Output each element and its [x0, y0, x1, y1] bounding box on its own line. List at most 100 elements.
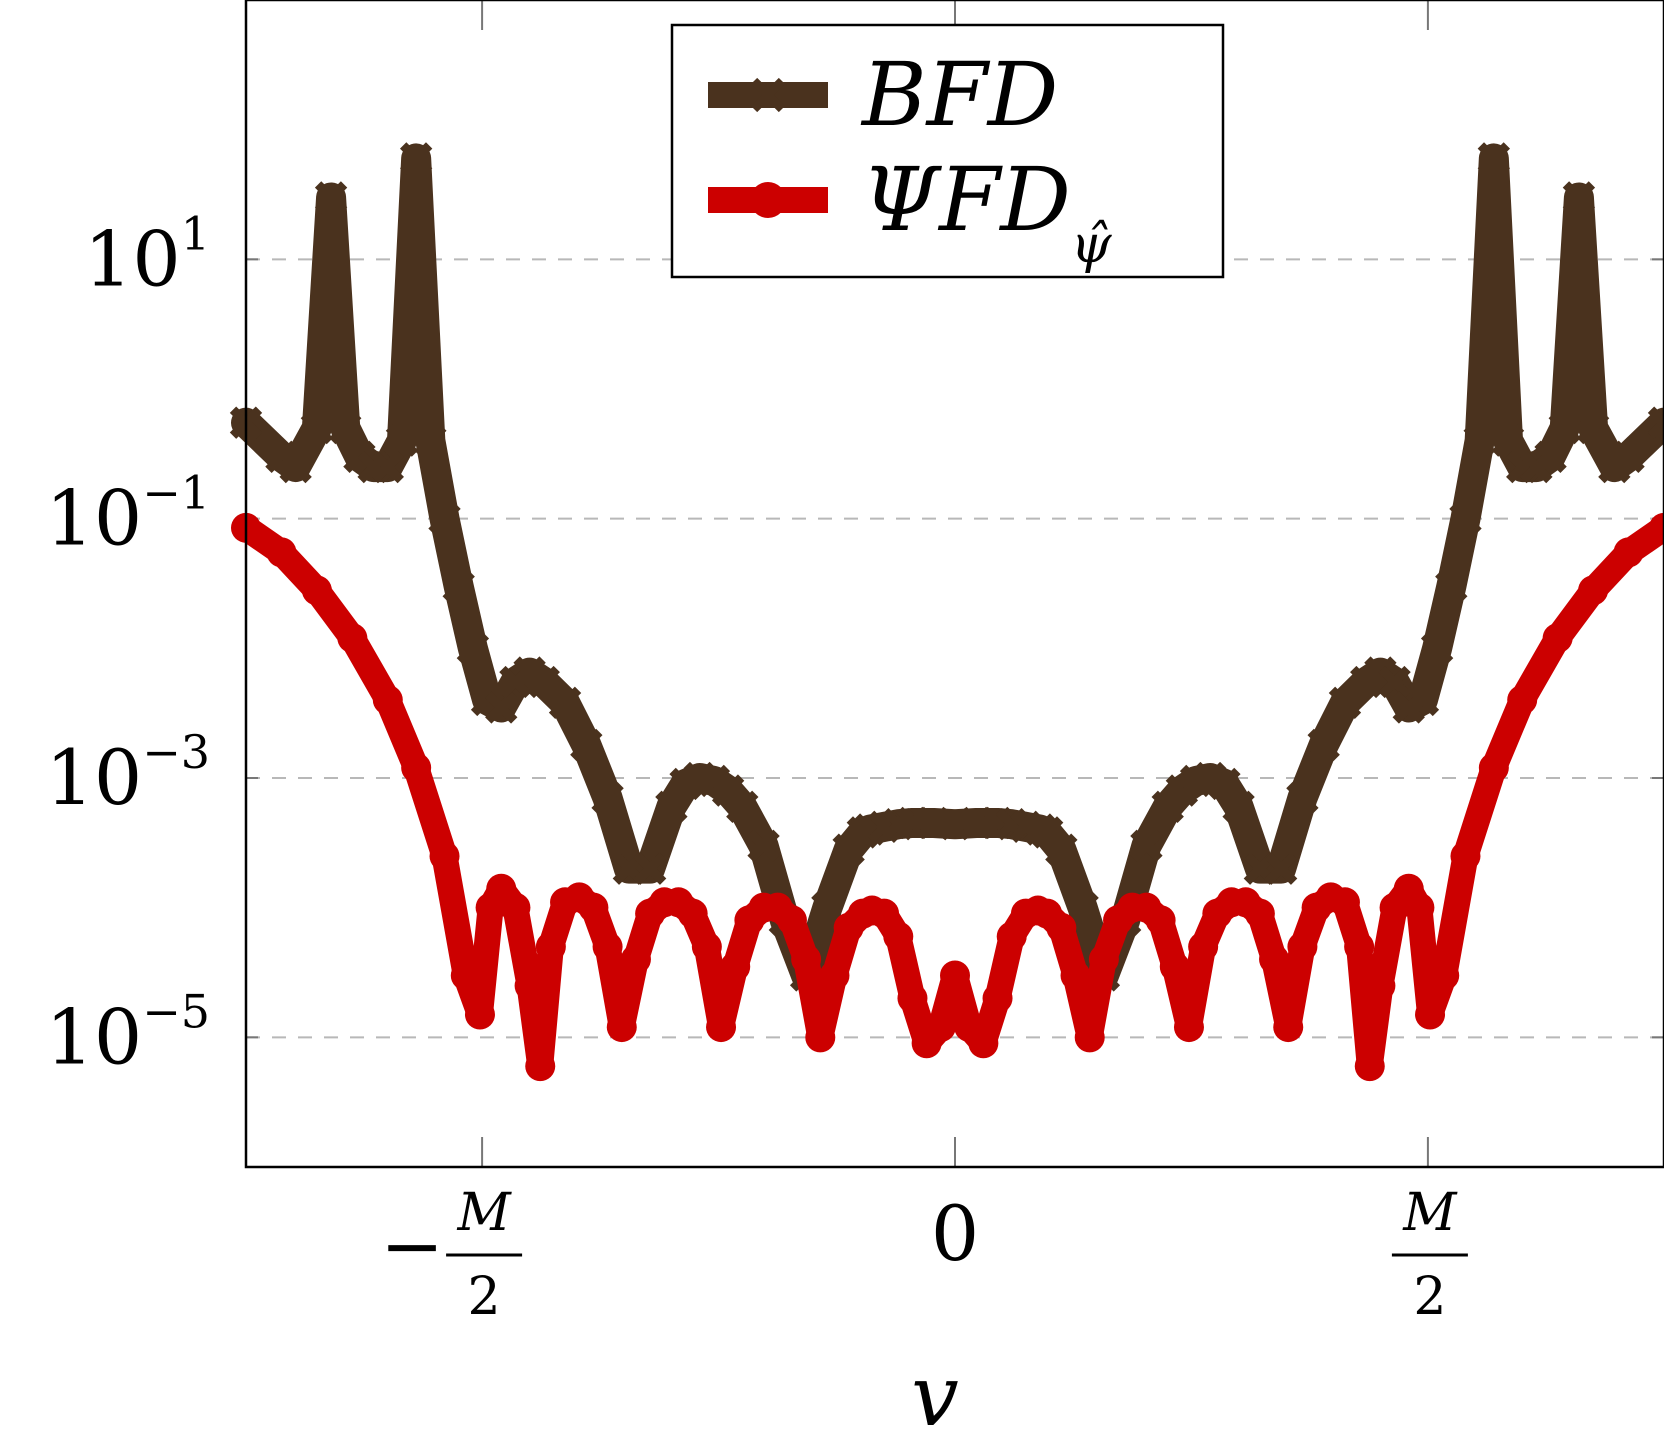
data-point	[1173, 1012, 1204, 1043]
data-point	[1074, 1022, 1105, 1053]
data-point	[464, 999, 495, 1030]
x-tick-numerator: M	[456, 1183, 512, 1243]
data-point	[578, 892, 609, 923]
data-point	[1450, 841, 1481, 872]
data-point	[1066, 891, 1099, 924]
data-point	[706, 1012, 737, 1043]
x-tick-marks	[481, 0, 1429, 1167]
data-point	[633, 852, 667, 885]
data-point	[1449, 502, 1482, 535]
data-point	[720, 951, 751, 982]
data-point	[805, 1022, 836, 1053]
data-point	[300, 411, 334, 445]
data-point	[1222, 790, 1255, 823]
data-point	[525, 1051, 556, 1082]
data-point	[548, 686, 582, 720]
data-point	[747, 829, 780, 862]
legend-swatch-marker	[750, 182, 786, 218]
data-point	[399, 142, 433, 175]
data-point	[591, 781, 624, 815]
data-point	[1046, 912, 1077, 943]
data-point	[1188, 931, 1219, 962]
data-point	[372, 684, 403, 715]
data-point	[1259, 944, 1290, 975]
data-point	[1354, 1051, 1385, 1082]
data-point	[1286, 781, 1319, 815]
data-point	[1562, 181, 1596, 214]
y-tick-label: 101	[84, 206, 210, 303]
data-point	[1477, 142, 1511, 175]
data-point	[450, 960, 481, 991]
data-point	[314, 181, 348, 214]
plot-frame	[244, 0, 1664, 1169]
legend-item-bfd: BFD	[708, 43, 1058, 146]
legend-label: ΨFDψ̂	[862, 148, 1113, 275]
x-tick-label: 0	[931, 1189, 979, 1278]
data-point	[535, 931, 566, 962]
data-point	[371, 450, 404, 484]
data-point	[1415, 999, 1446, 1030]
y-tick-label: 10−5	[45, 984, 210, 1081]
x-tick-sign: −	[380, 1201, 444, 1290]
data-point	[883, 921, 914, 952]
data-point	[1060, 960, 1091, 991]
data-point	[301, 575, 332, 606]
x-tick-label: M2	[1391, 1183, 1468, 1327]
data-point	[1307, 728, 1340, 762]
data-point	[811, 891, 844, 924]
data-point	[1576, 411, 1610, 445]
data-point	[776, 905, 807, 936]
data-point	[1478, 752, 1509, 783]
data-point	[1208, 767, 1241, 801]
data-point	[1244, 898, 1275, 929]
data-point	[940, 960, 970, 991]
data-point	[968, 1028, 999, 1059]
data-point	[726, 790, 759, 823]
data-point	[996, 921, 1027, 952]
data-point	[925, 1012, 956, 1043]
data-point	[500, 892, 531, 923]
data-point	[1273, 1012, 1304, 1043]
data-point	[1145, 905, 1176, 936]
data-point	[1404, 892, 1435, 923]
data-point	[1365, 970, 1396, 1001]
data-point	[1130, 829, 1163, 862]
data-point	[691, 931, 722, 962]
data-point	[329, 411, 362, 445]
data-point	[279, 450, 312, 484]
data-point	[677, 898, 708, 929]
data-point	[606, 1012, 637, 1043]
data-point	[1420, 632, 1454, 665]
data-point	[1647, 406, 1664, 439]
y-tick-label: 10−3	[45, 725, 210, 822]
data-point	[428, 502, 461, 535]
data-point	[401, 752, 432, 783]
data-point	[266, 537, 297, 568]
data-point	[869, 898, 900, 929]
data-point	[514, 970, 545, 1001]
legend-box	[670, 23, 1225, 279]
data-point	[1463, 424, 1496, 457]
x-tick-text: 0	[931, 1189, 979, 1278]
x-tick-numerator: M	[1402, 1183, 1458, 1243]
data-point	[1378, 665, 1411, 699]
data-point	[1534, 440, 1567, 473]
data-point	[791, 944, 822, 975]
data-point	[1344, 931, 1375, 962]
data-point	[1329, 887, 1360, 918]
data-point	[982, 983, 1013, 1014]
data-point	[1542, 623, 1573, 654]
data-point	[1578, 575, 1609, 606]
data-point	[429, 841, 460, 872]
data-point	[337, 623, 368, 654]
legend-swatch-marker	[750, 77, 786, 113]
data-point	[414, 424, 447, 457]
data-point	[1613, 537, 1644, 568]
legend-item-psifd: ΨFDψ̂	[708, 148, 1113, 275]
x-tick-denominator: 2	[1413, 1267, 1446, 1327]
data-point	[442, 570, 475, 603]
data-point	[570, 728, 603, 762]
